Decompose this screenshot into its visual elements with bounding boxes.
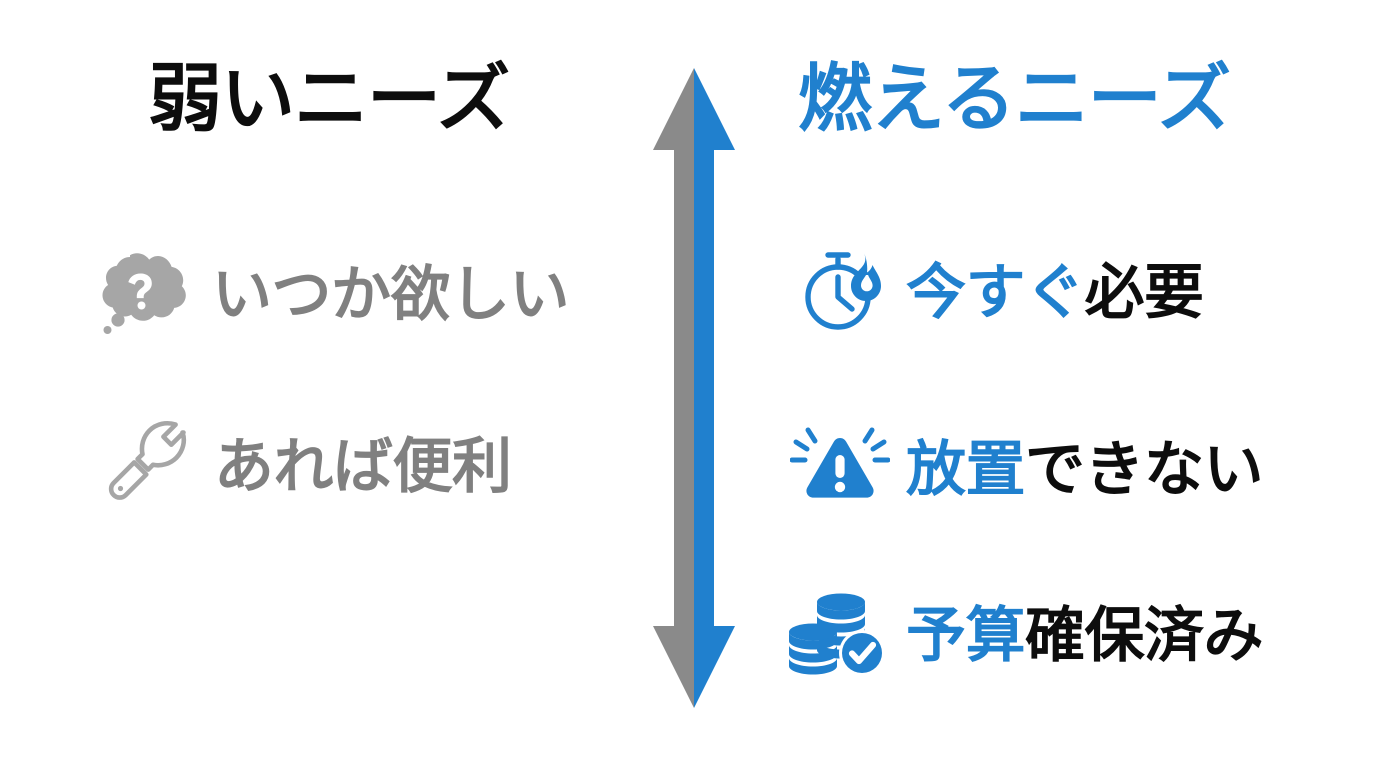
burning-needs-item-1-accent: 今すぐ <box>906 259 1085 326</box>
coins-check-icon <box>786 588 890 683</box>
thought-bubble-question-icon <box>100 247 196 342</box>
weak-needs-item-2: あれば便利 <box>102 420 512 513</box>
burning-needs-item-1-plain: 必要 <box>1084 259 1205 326</box>
burning-needs-item-1: 今すぐ必要 <box>798 245 1204 340</box>
burning-needs-item-3-label: 予算確保済み <box>906 602 1264 669</box>
weak-needs-column: 弱いニーズ いつか欲しい <box>60 0 620 768</box>
burning-needs-item-1-label: 今すぐ必要 <box>906 261 1204 324</box>
weak-needs-item-2-label: あれば便利 <box>214 433 512 500</box>
stopwatch-flame-icon <box>798 245 890 340</box>
burning-needs-item-2-label: 放置できない <box>906 436 1264 503</box>
burning-needs-item-2-accent: 放置 <box>906 436 1026 503</box>
double-headed-vertical-arrow <box>645 62 745 714</box>
weak-needs-item-1-label: いつか欲しい <box>212 261 570 328</box>
burning-needs-item-2: 放置できない <box>789 422 1264 517</box>
burning-needs-item-3-accent: 予算 <box>906 602 1026 669</box>
wrench-icon <box>102 420 198 513</box>
burning-needs-item-2-plain: できない <box>1025 436 1264 503</box>
burning-needs-heading: 燃えるニーズ <box>798 57 1231 140</box>
burning-needs-column: 燃えるニーズ 今すぐ必要 <box>760 0 1320 768</box>
burning-needs-item-3: 予算確保済み <box>786 588 1264 683</box>
warning-triangle-icon <box>789 422 891 517</box>
weak-needs-item-1: いつか欲しい <box>100 247 570 342</box>
weak-needs-heading: 弱いニーズ <box>148 57 510 140</box>
burning-needs-item-3-plain: 確保済み <box>1025 602 1264 669</box>
